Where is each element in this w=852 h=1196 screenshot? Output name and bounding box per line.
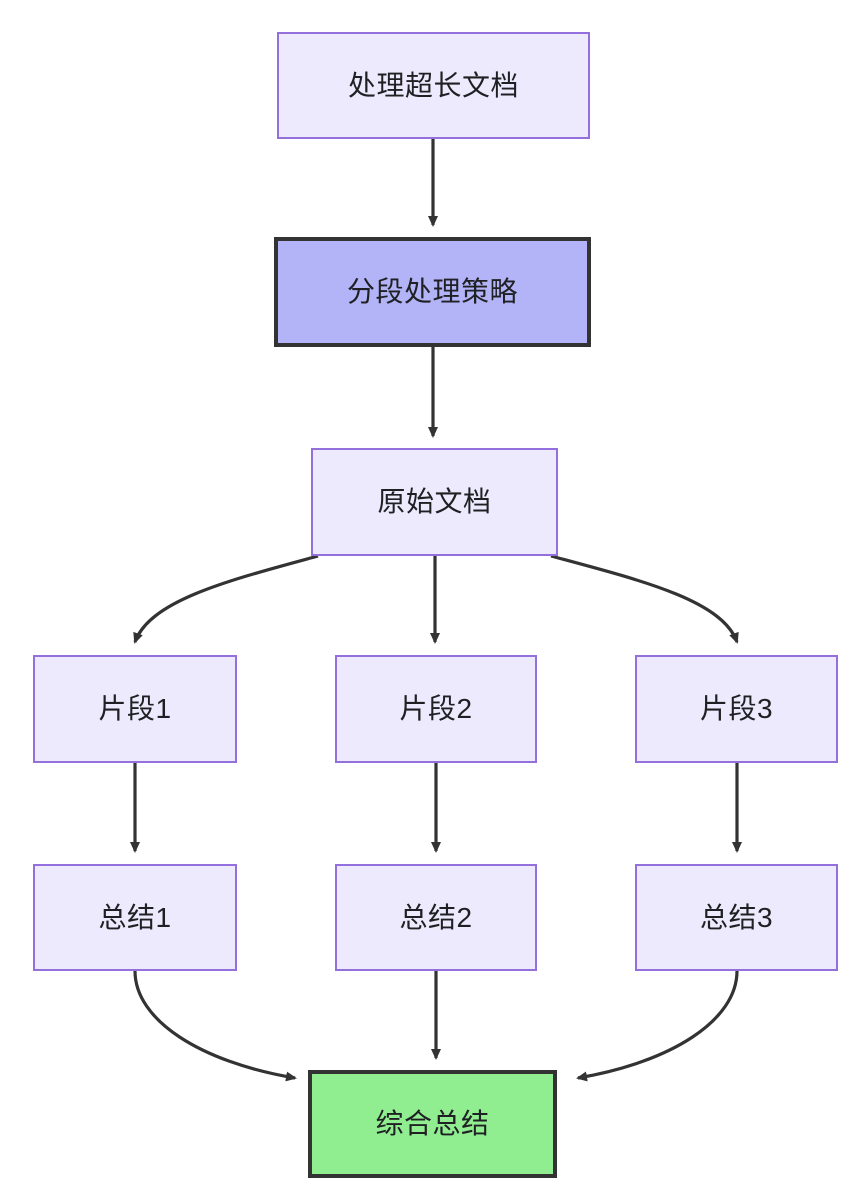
node-summary-2-label: 总结2	[399, 901, 473, 933]
node-final-summary-label: 综合总结	[375, 1108, 490, 1140]
node-source-document[interactable]: 原始文档	[311, 448, 558, 556]
node-chunk-3[interactable]: 片段3	[635, 655, 838, 763]
node-chunk-2[interactable]: 片段2	[335, 655, 537, 763]
node-chunk-1[interactable]: 片段1	[33, 655, 237, 763]
edge-source-to-chunk3	[550, 554, 739, 644]
node-root[interactable]: 处理超长文档	[277, 32, 590, 139]
edge-sum1-to-final	[133, 970, 297, 1082]
node-final-summary[interactable]: 综合总结	[308, 1070, 557, 1178]
node-root-label: 处理超长文档	[347, 69, 519, 101]
node-summary-1-label: 总结1	[98, 901, 172, 933]
node-summary-2[interactable]: 总结2	[335, 864, 537, 971]
edge-source-to-chunk1	[133, 554, 319, 644]
node-strategy[interactable]: 分段处理策略	[274, 237, 591, 347]
edge-sum3-to-final	[576, 970, 739, 1082]
node-source-document-label: 原始文档	[377, 486, 492, 518]
node-summary-3[interactable]: 总结3	[635, 864, 838, 971]
node-chunk-2-label: 片段2	[399, 693, 473, 725]
node-chunk-1-label: 片段1	[98, 693, 172, 725]
node-summary-1[interactable]: 总结1	[33, 864, 237, 971]
node-strategy-label: 分段处理策略	[346, 276, 518, 308]
node-chunk-3-label: 片段3	[699, 693, 774, 725]
node-summary-3-label: 总结3	[699, 901, 774, 933]
